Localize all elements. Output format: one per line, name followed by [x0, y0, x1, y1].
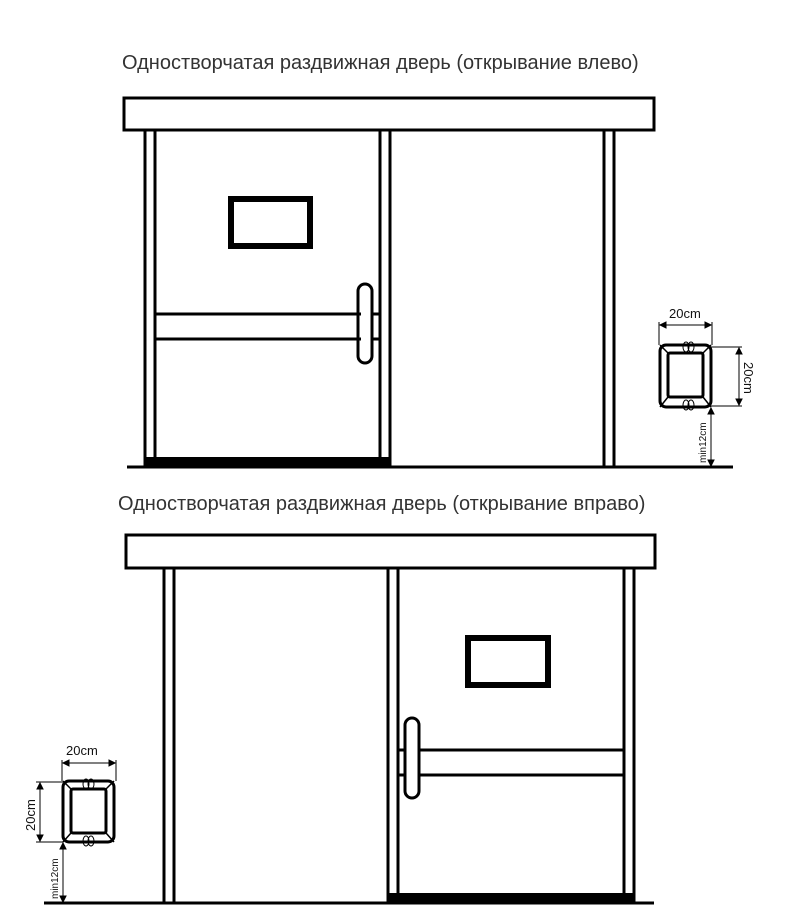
header-beam — [122, 96, 656, 132]
height-label: 20cm — [741, 362, 756, 394]
height-dimension — [711, 346, 743, 407]
wall-button-inner — [666, 351, 705, 399]
frame-post-left — [162, 568, 176, 902]
diagram-title-right-opening: Одностворчатая раздвижная дверь (открыва… — [118, 493, 646, 515]
width-dimension — [61, 759, 117, 781]
frame-post-left — [143, 130, 157, 466]
min-height-label: min12cm — [50, 858, 61, 899]
wall-button — [658, 343, 713, 409]
door-handle — [403, 716, 421, 800]
door-handle — [356, 282, 374, 365]
wall-button-inner — [69, 787, 108, 835]
threshold — [145, 457, 391, 466]
min-height-label: min12cm — [698, 422, 709, 463]
height-label: 20cm — [23, 799, 38, 831]
min-height-dimension — [707, 406, 715, 468]
screw-icon — [82, 778, 95, 847]
screw-icon — [682, 341, 695, 411]
width-label: 20cm — [669, 306, 701, 321]
diagram-right-opening: 20cm 20cm min12cm — [23, 533, 657, 905]
min-height-dimension — [59, 841, 67, 904]
width-label: 20cm — [66, 743, 98, 758]
door-window — [465, 635, 551, 688]
height-dimension — [36, 781, 63, 843]
diagram-title-left-opening: Одностворчатая раздвижная дверь (открыва… — [122, 52, 639, 74]
door-leaf-edge — [378, 130, 392, 466]
door-leaf-edge — [386, 568, 400, 902]
wall-button-assembly: 20cm 20cm min12cm — [658, 306, 756, 468]
door-window — [228, 196, 313, 249]
width-dimension — [658, 321, 713, 345]
push-bar — [398, 748, 624, 777]
frame-post-right — [602, 130, 616, 466]
header-beam — [124, 533, 657, 570]
wall-button-assembly: 20cm 20cm min12cm — [23, 743, 117, 904]
diagram-left-opening: 20cm 20cm min12cm — [122, 96, 756, 469]
frame-post-right — [622, 568, 636, 902]
push-bar — [155, 312, 380, 341]
threshold — [388, 893, 634, 902]
